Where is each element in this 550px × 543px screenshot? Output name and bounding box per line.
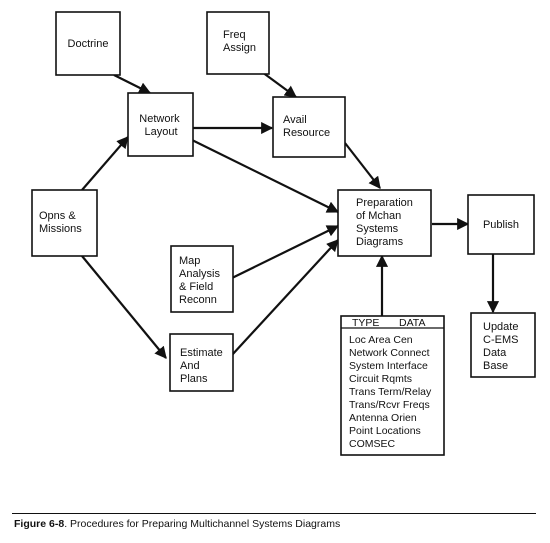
data-table-item: System Interface [349,360,428,372]
node-avail-resource: Avail Resource [272,96,346,158]
edge-network-layout-to-preparation [191,139,340,213]
svg-text:Network Layout: Network Layout [139,113,182,138]
node-freq-assign-line: Freq [223,29,246,41]
node-data-table: TYPE DATA Loc Area Cen Network Connect S… [340,315,445,456]
node-map-analysis-line: Reconn [179,294,217,306]
node-estimate-plans: Estimate And Plans [169,333,234,392]
node-freq-assign-line: Assign [223,42,256,54]
data-table-item: Antenna Orien [349,412,417,424]
node-preparation-line: Preparation [356,197,413,209]
node-map-analysis-line: Analysis [179,268,220,280]
node-avail-resource-line: Avail [283,114,307,126]
data-table-item: Circuit Rqmts [349,373,412,385]
edge-opns-to-network-layout [81,136,129,191]
figure-caption-label: Figure 6-8 [14,518,65,530]
edge-estimate-plans-to-preparation [231,239,339,356]
svg-text:Freq Assign: Freq Assign [223,29,256,54]
node-estimate-plans-line: Estimate [180,347,223,359]
svg-text:Opns & Missions: Opns & Missions [39,210,82,235]
svg-text:Publish: Publish [483,219,519,231]
node-doctrine-line: Doctrine [68,38,109,50]
node-opns-missions-line: Missions [39,223,82,235]
node-freq-assign: Freq Assign [206,11,270,75]
svg-text:Doctrine: Doctrine [68,38,109,50]
data-table-header-data: DATA [399,317,425,329]
figure-caption-text: . Procedures for Preparing Multichannel … [64,518,341,530]
svg-text:Map Analysis & Fie: Map Analysis & Field Reconn [179,255,223,306]
edge-doctrine-to-network-layout [113,74,152,94]
svg-text:Estimate And Plans: Estimate And Plans [180,347,226,385]
svg-text:Preparation of Mchan: Preparation of Mchan Systems Diagrams [356,197,416,248]
node-network-layout: Network Layout [127,92,194,157]
caption-rule [12,513,536,514]
data-table-item: COMSEC [349,438,396,450]
node-publish: Publish [467,194,535,255]
edge-freq-assign-to-avail-resource [261,71,297,98]
node-map-analysis: Map Analysis & Field Reconn [170,245,234,313]
data-table-item: Network Connect [349,347,430,359]
edge-avail-resource-to-preparation [344,142,381,189]
svg-text:Update C-EMS Data: Update C-EMS Data Base [483,321,522,372]
data-table-item: Trans Term/Relay [349,386,432,398]
node-publish-line: Publish [483,219,519,231]
node-estimate-plans-line: Plans [180,373,208,385]
svg-text:Loc Area Cen Network Con: Loc Area Cen Network Connect System Inte… [349,334,434,450]
node-update-line: Update [483,321,518,333]
node-opns-missions-line: Opns & [39,210,76,222]
data-table-item: Trans/Rcvr Freqs [349,399,430,411]
node-opns-missions: Opns & Missions [31,189,98,257]
svg-text:TYPE DATA: TYPE DATA [352,317,425,329]
node-avail-resource-line: Resource [283,127,330,139]
node-preparation-line: Systems [356,223,399,235]
node-network-layout-line: Network [139,113,180,125]
node-preparation-line: of Mchan [356,210,401,222]
data-table-item: Point Locations [349,425,421,437]
data-table-header-type: TYPE [352,317,379,329]
node-update: Update C-EMS Data Base [470,312,536,378]
node-estimate-plans-line: And [180,360,200,372]
node-update-line: Base [483,360,508,372]
node-network-layout-line: Layout [144,126,177,138]
node-map-analysis-line: Map [179,255,200,267]
node-update-line: Data [483,347,507,359]
edge-map-analysis-to-preparation [231,225,340,279]
data-table-item: Loc Area Cen [349,334,413,346]
node-preparation-line: Diagrams [356,236,404,248]
node-preparation: Preparation of Mchan Systems Diagrams [337,189,432,257]
node-map-analysis-line: & Field [179,281,213,293]
edges [81,71,500,359]
node-doctrine: Doctrine [55,11,121,76]
node-update-line: C-EMS [483,334,518,346]
figure-caption: Figure 6-8. Procedures for Preparing Mul… [14,518,340,530]
svg-text:Avail Resource: Avail Resource [283,114,330,139]
procedure-diagram: Doctrine Freq Assign Network Layout Avai… [31,11,536,456]
edge-opns-to-estimate-plans [81,255,167,359]
